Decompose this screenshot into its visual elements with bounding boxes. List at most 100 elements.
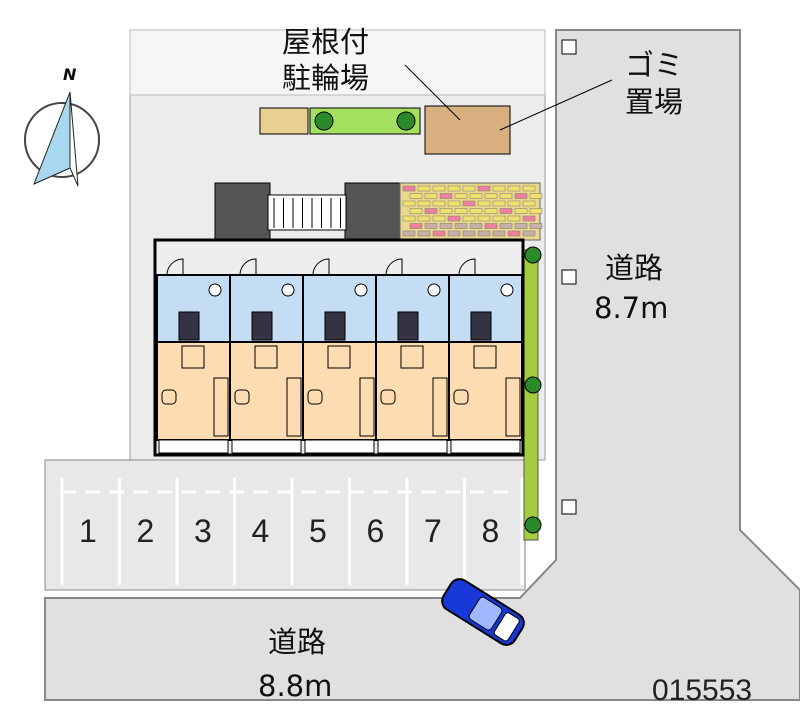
- brick: [409, 223, 423, 229]
- brick: [484, 223, 498, 229]
- balcony: [377, 439, 448, 454]
- brick: [529, 208, 543, 214]
- parking-space-number: 1: [79, 513, 97, 549]
- utility-box: [561, 269, 577, 285]
- kitchen: [473, 345, 497, 369]
- bike-racks: [259, 107, 309, 135]
- table-icon: [161, 389, 177, 405]
- brick: [507, 215, 521, 222]
- brick: [409, 208, 423, 214]
- brick: [417, 230, 431, 237]
- brick: [417, 215, 431, 222]
- bathroom: [470, 311, 492, 341]
- parking-area: [44, 459, 526, 591]
- brick: [462, 200, 476, 207]
- brick: [507, 230, 521, 237]
- brick: [439, 223, 453, 229]
- apartment-unit: [448, 258, 523, 454]
- brick: [499, 208, 513, 214]
- brick: [432, 215, 446, 222]
- tree-icon: [314, 111, 334, 131]
- brick: [432, 185, 446, 192]
- bike-shelter-label-2: 駐輪場: [282, 61, 369, 95]
- toilet-icon: [208, 283, 222, 297]
- balcony: [304, 439, 375, 454]
- brick: [409, 193, 423, 199]
- closet: [432, 377, 448, 437]
- door-swing: [239, 258, 257, 276]
- living-room: [448, 341, 523, 441]
- property-id: 015553: [652, 674, 752, 707]
- road-south-name: 道路: [268, 625, 326, 659]
- kitchen: [327, 345, 351, 369]
- tree-icon: [524, 516, 542, 534]
- brick: [462, 185, 476, 192]
- balcony: [231, 439, 302, 454]
- brick: [432, 230, 446, 237]
- living-room: [375, 341, 450, 441]
- brick: [492, 230, 506, 237]
- door-swing: [385, 258, 403, 276]
- table-icon: [234, 389, 250, 405]
- brick: [462, 230, 476, 237]
- brick: [522, 215, 536, 222]
- kitchen: [400, 345, 424, 369]
- brick: [462, 215, 476, 222]
- parking-space-number: 6: [367, 513, 385, 549]
- brick: [522, 230, 536, 237]
- brick: [522, 185, 536, 192]
- brick: [492, 215, 506, 222]
- bathroom: [178, 311, 200, 341]
- brick: [424, 223, 438, 229]
- living-room: [302, 341, 377, 441]
- brick: [454, 208, 468, 214]
- toilet-icon: [500, 283, 514, 297]
- brick: [469, 223, 483, 229]
- road-south-width: 8.8m: [258, 669, 332, 703]
- shrub-strip: [523, 249, 539, 541]
- brick: [447, 200, 461, 207]
- brick: [477, 200, 491, 207]
- balcony: [450, 439, 521, 454]
- lot-north-strip: [129, 29, 546, 96]
- brick: [492, 200, 506, 207]
- brick: [499, 223, 513, 229]
- brick: [402, 185, 416, 192]
- table-icon: [380, 389, 396, 405]
- bike-shelter-label-1: 屋根付: [282, 25, 369, 59]
- brick: [424, 193, 438, 199]
- brick: [514, 208, 528, 214]
- brick: [507, 185, 521, 192]
- brick: [492, 185, 506, 192]
- parking-space-number: 2: [137, 513, 155, 549]
- brick: [447, 215, 461, 222]
- door-swing: [166, 258, 184, 276]
- bathroom: [324, 311, 346, 341]
- living-room: [229, 341, 304, 441]
- brick: [529, 223, 543, 229]
- garbage-label-2: 置場: [625, 85, 683, 119]
- parking-space-number: 3: [194, 513, 212, 549]
- brick: [477, 230, 491, 237]
- apartment-unit: [375, 258, 450, 454]
- garbage-label-1: ゴミ: [625, 48, 683, 82]
- bathroom: [251, 311, 273, 341]
- brick: [417, 200, 431, 207]
- bathroom: [397, 311, 419, 341]
- brick: [469, 208, 483, 214]
- brick: [432, 200, 446, 207]
- brick: [522, 200, 536, 207]
- brick: [439, 208, 453, 214]
- apartment-unit: [156, 258, 231, 454]
- brick: [402, 215, 416, 222]
- kitchen: [181, 345, 205, 369]
- closet: [505, 377, 521, 437]
- closet: [213, 377, 229, 437]
- utility-box: [561, 39, 577, 55]
- brick: [447, 230, 461, 237]
- brick: [529, 193, 543, 199]
- toilet-icon: [427, 283, 441, 297]
- stairs: [267, 194, 347, 231]
